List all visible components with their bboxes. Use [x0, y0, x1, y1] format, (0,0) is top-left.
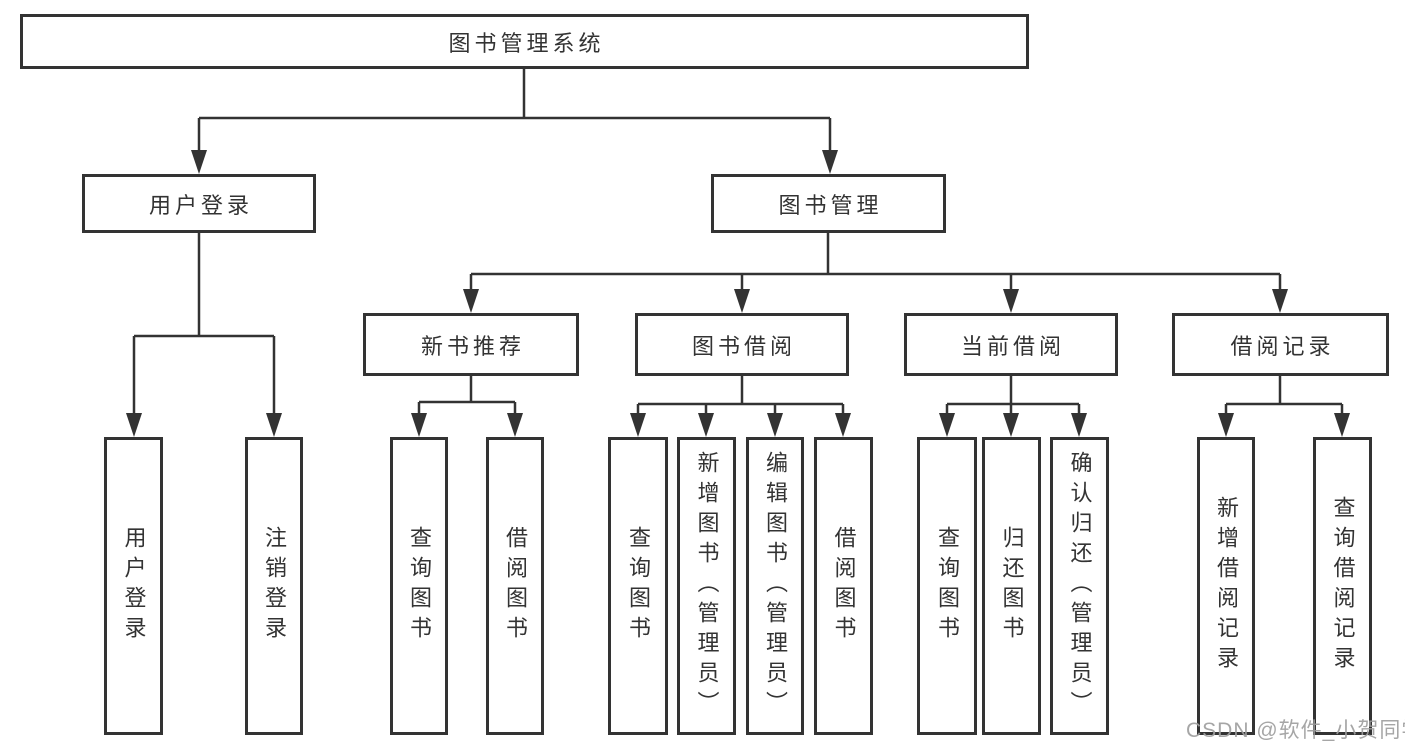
arrow-icon	[939, 413, 955, 437]
edge-bookborrow-to-leaves	[636, 376, 845, 415]
arrow-icon	[1071, 413, 1087, 437]
arrow-icon	[126, 413, 142, 437]
leaf-add-book-admin-label: 新增图书（管理员）	[694, 451, 720, 721]
leaf-add-book-admin: 新增图书（管理员）	[677, 437, 736, 735]
leaf-borrow-books-1-label: 借阅图书	[503, 526, 528, 646]
leaf-edit-book-admin: 编辑图书（管理员）	[746, 437, 804, 735]
leaf-borrow-books-2: 借阅图书	[814, 437, 873, 735]
node-user-login-label: 用户登录	[148, 192, 253, 218]
arrow-icon	[191, 150, 207, 174]
leaf-query-books-2-label: 查询图书	[626, 526, 651, 646]
arrow-icon	[698, 413, 714, 437]
edge-bookmgmt-to-level3	[469, 233, 1282, 291]
leaf-edit-book-admin-label: 编辑图书（管理员）	[763, 451, 788, 721]
csdn-watermark: CSDN @软件_小贺同学	[1186, 719, 1405, 742]
leaf-query-borrow-record: 查询借阅记录	[1313, 437, 1372, 735]
node-book-borrowing-label: 图书借阅	[691, 333, 796, 359]
node-current-borrowing: 当前借阅	[904, 313, 1118, 376]
leaf-logout-label: 注销登录	[262, 526, 287, 646]
edge-currentborrow-to-leaves	[945, 376, 1081, 415]
leaf-query-books-2: 查询图书	[608, 437, 668, 735]
arrow-icon	[1218, 413, 1234, 437]
arrow-icon	[822, 150, 838, 174]
leaf-borrow-books-2-label: 借阅图书	[831, 526, 857, 646]
leaf-confirm-return-admin: 确认归还（管理员）	[1050, 437, 1109, 735]
arrow-icon	[1003, 413, 1019, 437]
arrow-icon	[767, 413, 783, 437]
edge-userlogin-to-leaves	[132, 233, 276, 415]
node-root-label: 图书管理系统	[448, 30, 605, 56]
node-borrowing-records-label: 借阅记录	[1230, 333, 1335, 359]
leaf-query-books-3: 查询图书	[917, 437, 977, 735]
edge-newbook-to-leaves	[417, 376, 517, 415]
arrow-icon	[1272, 289, 1288, 313]
node-book-management: 图书管理	[711, 174, 946, 233]
leaf-borrow-books-1: 借阅图书	[486, 437, 544, 735]
arrow-icon	[266, 413, 282, 437]
leaf-query-books-1: 查询图书	[390, 437, 448, 735]
leaf-logout: 注销登录	[245, 437, 303, 735]
node-current-borrowing-label: 当前借阅	[960, 333, 1065, 359]
edge-borrowrecord-to-leaves	[1224, 376, 1344, 415]
leaf-return-book: 归还图书	[982, 437, 1041, 735]
leaf-user-login-label: 用户登录	[121, 526, 147, 646]
leaf-user-login: 用户登录	[104, 437, 163, 735]
arrow-icon	[734, 289, 750, 313]
arrow-icon	[1003, 289, 1019, 313]
leaf-return-book-label: 归还图书	[999, 526, 1025, 646]
node-root: 图书管理系统	[20, 14, 1029, 69]
arrow-icon	[630, 413, 646, 437]
node-new-book-recommend: 新书推荐	[363, 313, 579, 376]
node-user-login: 用户登录	[82, 174, 316, 233]
arrow-icon	[835, 413, 851, 437]
arrow-icon	[463, 289, 479, 313]
leaf-query-borrow-record-label: 查询借阅记录	[1330, 496, 1356, 676]
arrow-icon	[1334, 413, 1350, 437]
node-new-book-recommend-label: 新书推荐	[420, 333, 525, 359]
node-book-management-label: 图书管理	[778, 192, 883, 218]
node-borrowing-records: 借阅记录	[1172, 313, 1389, 376]
leaf-confirm-return-admin-label: 确认归还（管理员）	[1067, 451, 1093, 721]
leaf-add-borrow-record: 新增借阅记录	[1197, 437, 1255, 735]
edge-root-to-level2	[197, 69, 832, 152]
leaf-query-books-1-label: 查询图书	[407, 526, 432, 646]
leaf-add-borrow-record-label: 新增借阅记录	[1214, 496, 1239, 676]
node-book-borrowing: 图书借阅	[635, 313, 849, 376]
leaf-query-books-3-label: 查询图书	[935, 526, 960, 646]
arrow-icon	[411, 413, 427, 437]
arrow-icon	[507, 413, 523, 437]
